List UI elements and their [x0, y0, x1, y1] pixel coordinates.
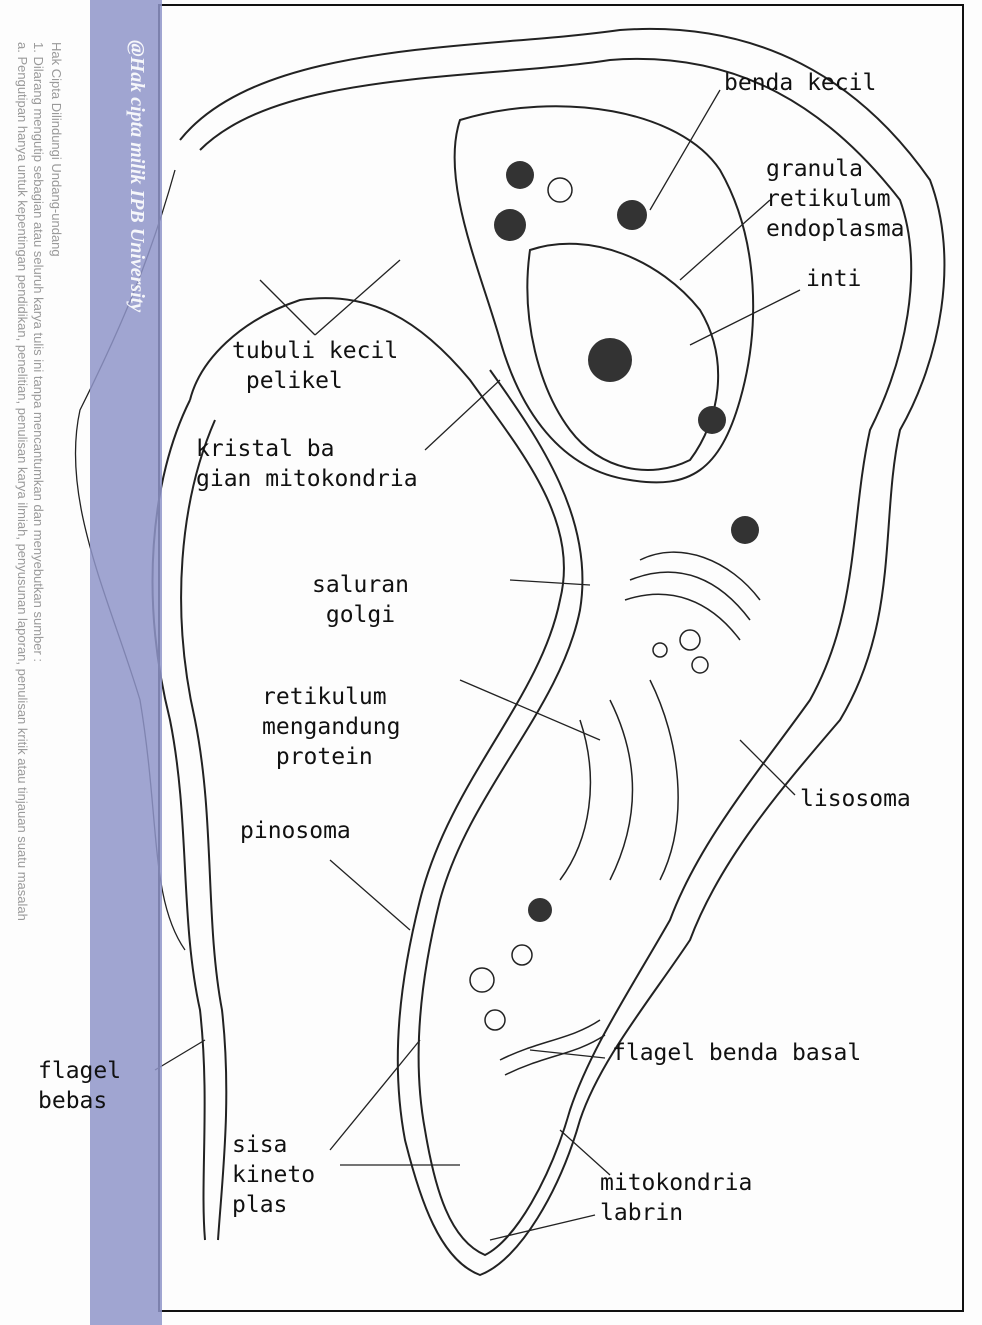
small-body — [494, 209, 526, 241]
label-granula-retikulum: granula retikulum endoplasma — [766, 154, 904, 244]
small-body — [506, 161, 534, 189]
leader-line — [155, 1040, 205, 1070]
copyright-notice-line3: a. Pengutipan hanya untuk kepentingan pe… — [15, 42, 30, 921]
leader-line — [650, 90, 720, 210]
watermark-text: @Hak cipta milik IPB University — [125, 40, 148, 312]
label-kristal: kristal ba gian mitokondria — [196, 434, 418, 494]
vesicle — [680, 630, 700, 650]
label-flagel-benda-basal: flagel benda basal — [612, 1038, 861, 1068]
vesicle — [653, 643, 667, 657]
lysosome — [548, 178, 572, 202]
small-body — [617, 200, 647, 230]
label-sisa-kinetoplas: sisa kineto plas — [232, 1130, 315, 1220]
pinosome — [512, 945, 532, 965]
label-pinosoma: pinosoma — [240, 816, 351, 846]
leader-line — [510, 580, 590, 585]
label-flagel-bebas: flagel bebas — [38, 1056, 121, 1116]
label-inti: inti — [806, 264, 861, 294]
small-body — [731, 516, 759, 544]
leader-line — [740, 740, 795, 795]
golgi-lamellae — [625, 552, 760, 640]
pinosome — [470, 968, 494, 992]
nucleolus — [588, 338, 632, 382]
copyright-notice-line1: Hak Cipta Dilindungi Undang-undang — [49, 42, 64, 257]
leader-line — [330, 860, 410, 930]
leader-line — [690, 290, 800, 345]
leader-line — [490, 1215, 595, 1240]
leader-line — [330, 1040, 420, 1150]
label-tubuli-kecil: tubuli kecil pelikel — [232, 336, 398, 396]
pinosome — [485, 1010, 505, 1030]
leader-line — [260, 280, 315, 335]
label-benda-kecil: benda kecil — [724, 68, 876, 98]
label-saluran-golgi: saluran golgi — [312, 570, 409, 630]
label-mitokondria-labrin: mitokondria labrin — [600, 1168, 752, 1228]
copyright-notice-line2: 1. Dilarang mengutip sebagian atau selur… — [31, 42, 46, 662]
small-body — [698, 406, 726, 434]
reticulum-tubes — [560, 680, 678, 880]
label-lisosoma: lisosoma — [800, 784, 911, 814]
basal-body — [500, 1020, 605, 1075]
leader-line — [680, 200, 770, 280]
label-retikulum-protein: retikulum mengandung protein — [262, 682, 400, 772]
vesicle — [692, 657, 708, 673]
leader-line — [425, 380, 500, 450]
small-body — [528, 898, 552, 922]
leader-line — [460, 680, 600, 740]
